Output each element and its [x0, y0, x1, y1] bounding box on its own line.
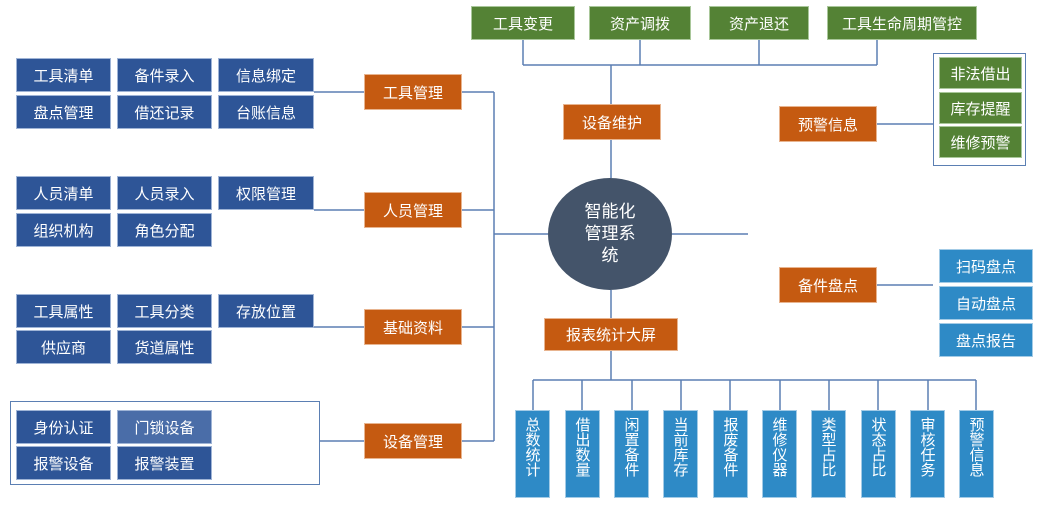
branch-tool-management: 工具管理	[364, 74, 462, 110]
bottom-leaf: 审核任务	[910, 410, 945, 498]
left-leaf: 供应商	[16, 330, 111, 364]
left-leaf: 工具清单	[16, 58, 111, 92]
right-leaf: 库存提醒	[939, 92, 1022, 124]
bottom-leaf: 借出数量	[565, 410, 600, 498]
left-leaf: 身份认证	[16, 410, 111, 444]
left-leaf: 组织机构	[16, 213, 111, 247]
branch-report-dashboard: 报表统计大屏	[544, 318, 678, 351]
bottom-leaf: 当前库存	[663, 410, 698, 498]
branch-spare-inventory: 备件盘点	[779, 267, 877, 303]
left-leaf: 角色分配	[117, 213, 212, 247]
top-leaf: 资产调拨	[589, 6, 691, 40]
top-leaf: 工具变更	[471, 6, 575, 40]
bottom-leaf: 状态占比	[861, 410, 896, 498]
bottom-leaf: 类型占比	[811, 410, 846, 498]
bottom-leaf: 总数统计	[515, 410, 550, 498]
top-leaf: 工具生命周期管控	[827, 6, 977, 40]
left-leaf: 借还记录	[117, 95, 212, 129]
device-group-frame	[10, 401, 320, 485]
warning-group-frame	[933, 53, 1026, 166]
right-leaf: 扫码盘点	[939, 249, 1033, 283]
bottom-leaf: 报废备件	[713, 410, 748, 498]
left-leaf: 货道属性	[117, 330, 212, 364]
bottom-leaf: 维修仪器	[762, 410, 797, 498]
left-leaf: 台账信息	[218, 95, 314, 129]
top-leaf: 资产退还	[709, 6, 809, 40]
branch-warning-info: 预警信息	[779, 106, 877, 142]
right-leaf: 非法借出	[939, 57, 1022, 89]
left-leaf: 信息绑定	[218, 58, 314, 92]
branch-personnel-management: 人员管理	[364, 192, 462, 228]
left-leaf: 人员录入	[117, 176, 212, 210]
left-leaf: 备件录入	[117, 58, 212, 92]
branch-basic-data: 基础资料	[364, 309, 462, 345]
bottom-leaf: 闲置备件	[614, 410, 649, 498]
left-leaf: 人员清单	[16, 176, 111, 210]
right-leaf: 自动盘点	[939, 286, 1033, 320]
left-leaf: 门锁设备	[117, 410, 212, 444]
left-leaf: 盘点管理	[16, 95, 111, 129]
right-leaf: 盘点报告	[939, 323, 1033, 357]
left-leaf: 报警装置	[117, 446, 212, 480]
bottom-leaf: 预警信息	[959, 410, 994, 498]
left-leaf: 工具分类	[117, 294, 212, 328]
left-leaf: 存放位置	[218, 294, 314, 328]
left-leaf: 权限管理	[218, 176, 314, 210]
branch-maintenance: 设备维护	[563, 104, 661, 140]
branch-device-management: 设备管理	[364, 423, 462, 459]
center-node: 智能化 管理系 统	[548, 178, 672, 290]
right-leaf: 维修预警	[939, 126, 1022, 158]
left-leaf: 报警设备	[16, 446, 111, 480]
left-leaf: 工具属性	[16, 294, 111, 328]
